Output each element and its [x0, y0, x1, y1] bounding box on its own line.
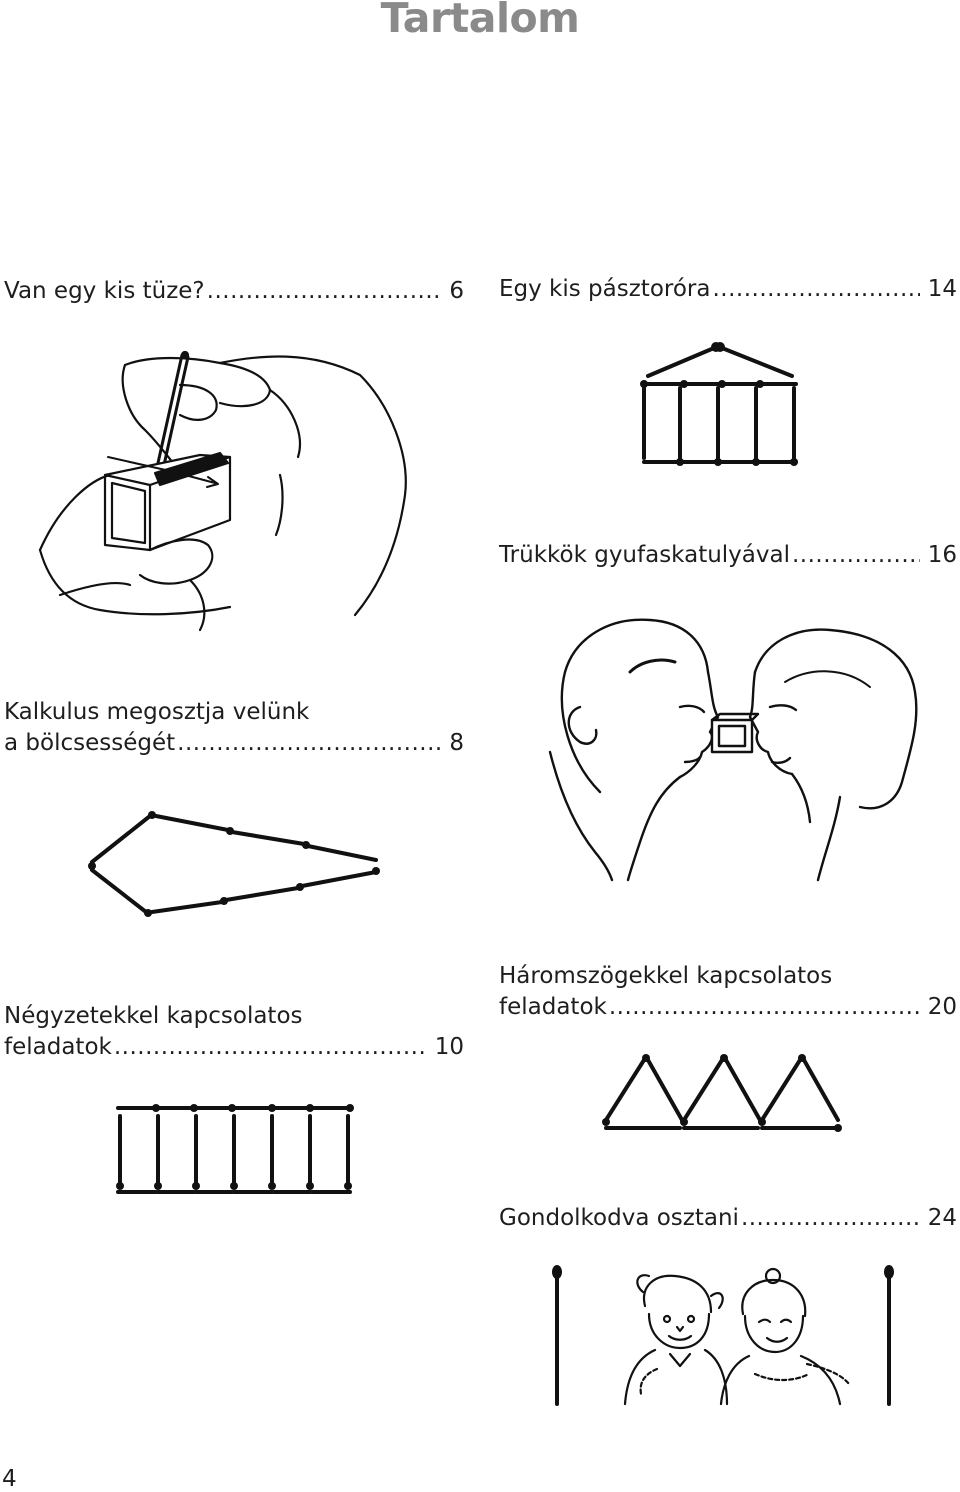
toc-entry-label-line2: feladatok	[4, 1034, 112, 1060]
toc-page-number: 24	[927, 1205, 957, 1231]
page-number: 4	[2, 1466, 17, 1492]
toc-entry-van-egy-kis-tuze[interactable]: Van egy kis tüze? ......................…	[4, 276, 464, 307]
toc-entry-label-line2: a bölcsességét	[4, 730, 176, 756]
toc-entry-label: Egy kis pásztoróra	[499, 276, 711, 302]
toc-leader: .............................	[712, 276, 920, 302]
page-title: Tartalom	[380, 0, 580, 42]
toc-page-number: 8	[449, 730, 464, 756]
hand-match-icon	[38, 350, 407, 632]
toc-page-number: 6	[449, 278, 464, 304]
toc-entry-gondolkodva-osztani[interactable]: Gondolkodva osztani ....................…	[499, 1203, 957, 1234]
toc-page-number: 14	[927, 276, 957, 302]
toc-leader: ...................................	[177, 730, 442, 756]
matchstick-arrow-icon	[88, 811, 380, 917]
faces-matchbox-icon	[548, 618, 918, 882]
toc-entry-trukkok-gyufaskatulyaval[interactable]: Trükkök gyufaskatulyával ...............…	[499, 540, 957, 571]
toc-page-number: 20	[927, 994, 957, 1020]
toc-entry-kalkulus[interactable]: Kalkulus megosztja velünk a bölcsességét…	[4, 697, 464, 759]
toc-entry-label-line1: Kalkulus megosztja velünk	[4, 699, 310, 725]
toc-leader: .........................	[791, 542, 920, 568]
matchstick-house-icon	[640, 342, 798, 466]
toc-leader: ........................................…	[608, 994, 920, 1020]
toc-entry-label: Trükkök gyufaskatulyával	[499, 542, 790, 568]
toc-page-number: 16	[927, 542, 957, 568]
toc-entry-label: Gondolkodva osztani	[499, 1205, 739, 1231]
toc-leader: ........................................…	[113, 1034, 427, 1060]
toc-entry-haromszogekkel[interactable]: Háromszögekkel kapcsolatos feladatok ...…	[499, 961, 957, 1023]
toc-entry-negyzetekkel[interactable]: Négyzetekkel kapcsolatos feladatok .....…	[4, 1001, 464, 1063]
toc-entry-label-line1: Háromszögekkel kapcsolatos	[499, 963, 833, 989]
toc-leader: ...................................	[206, 278, 442, 304]
matchstick-triangles-icon	[602, 1054, 842, 1132]
toc-leader: ..........................	[740, 1205, 920, 1231]
matchstick-squares-icon	[116, 1104, 354, 1194]
toc-page-number: 10	[434, 1034, 464, 1060]
toc-entry-label-line2: feladatok	[499, 994, 607, 1020]
children-matches-icon	[552, 1265, 894, 1406]
toc-entry-label-line1: Négyzetekkel kapcsolatos	[4, 1003, 303, 1029]
toc-entry-label: Van egy kis tüze?	[4, 278, 205, 304]
toc-entry-egy-kis-pasztorora[interactable]: Egy kis pásztoróra .....................…	[499, 274, 957, 305]
